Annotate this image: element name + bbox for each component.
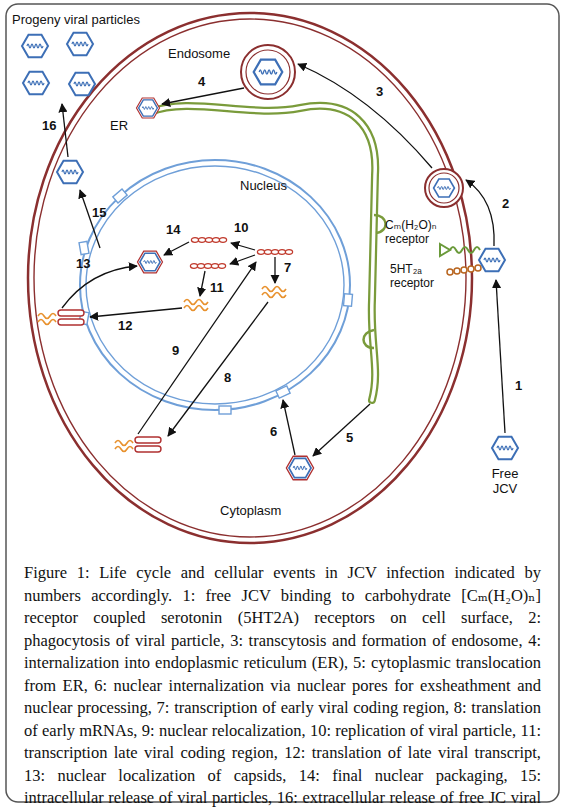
nuclear-envelope-inner <box>86 166 344 404</box>
viral-dna <box>191 238 227 243</box>
callout-number: 12 <box>118 318 132 333</box>
nuclear-pore <box>219 406 231 414</box>
callout-number: 10 <box>234 220 248 235</box>
figure-caption: Figure 1: Life cycle and cellular events… <box>24 562 541 807</box>
membrane-pit-inner <box>429 173 459 203</box>
virus-particle <box>138 251 163 273</box>
part-label: 5HT₂ₐ receptor <box>390 262 446 290</box>
callout-number: 13 <box>76 256 90 271</box>
cell-membrane-inner <box>34 19 466 537</box>
step-arrow <box>313 404 370 456</box>
part-label: Nucleus <box>240 178 287 193</box>
callout-number: 2 <box>502 196 509 211</box>
callout-number: 15 <box>92 205 106 220</box>
part-label: Free JCV <box>485 466 525 496</box>
virus-particle <box>434 179 455 197</box>
part-label: ER <box>110 118 128 133</box>
step-arrow <box>200 271 205 296</box>
step-arrow <box>298 64 432 168</box>
virus-particle <box>254 60 283 85</box>
callout-number: 3 <box>376 84 383 99</box>
callout-number: 8 <box>224 370 231 385</box>
callout-number: 5 <box>346 430 353 445</box>
er-lumen <box>150 106 375 400</box>
cell-membrane <box>28 13 472 543</box>
endosome-inner <box>246 50 290 94</box>
callout-number: 11 <box>210 280 224 295</box>
serotonin-receptor <box>461 267 467 273</box>
step-arrow <box>496 280 505 433</box>
step-arrow <box>62 104 68 157</box>
serotonin-receptor <box>475 265 481 271</box>
callout-number: 7 <box>284 260 291 275</box>
virus-particle <box>69 73 95 96</box>
virus-particle <box>22 35 48 58</box>
nuclear-pore <box>113 189 127 203</box>
step-arrow <box>283 400 295 455</box>
viral-dna <box>190 264 226 269</box>
nuclear-pore <box>79 241 89 254</box>
part-label: Cytoplasm <box>220 503 281 518</box>
er-cisterna <box>364 215 386 348</box>
part-label: Progeny viral particles <box>12 12 140 27</box>
nuclear-pore <box>343 294 352 307</box>
membrane-pit <box>425 169 463 207</box>
virus-particle <box>67 33 93 56</box>
callout-number: 16 <box>42 118 56 133</box>
step-arrow <box>90 308 182 317</box>
carbohydrate-receptor <box>450 247 480 253</box>
translation-product <box>115 437 161 452</box>
serotonin-receptor <box>468 266 474 272</box>
step-arrow <box>231 243 255 250</box>
nuclear-pore <box>276 386 290 398</box>
mrna <box>184 300 208 311</box>
callout-number: 1 <box>515 378 522 393</box>
translation-product <box>38 310 84 325</box>
virus-particle <box>136 98 159 118</box>
virus-particle <box>286 456 313 480</box>
part-label: Endosome <box>168 46 230 61</box>
part-label: Cₘ(H₂O)ₙ receptor <box>385 218 447 246</box>
serotonin-receptor <box>447 269 453 275</box>
virus-particle <box>492 437 518 460</box>
viral-dna <box>257 250 293 255</box>
step-arrow <box>164 242 189 255</box>
virus-particle <box>57 161 83 184</box>
callout-number: 6 <box>270 424 277 439</box>
carbohydrate-receptor-head <box>440 244 450 256</box>
callout-number: 14 <box>166 222 180 237</box>
step-arrow <box>162 88 244 104</box>
callout-number: 4 <box>198 74 205 89</box>
virus-particle <box>479 249 505 272</box>
mrna <box>262 287 286 298</box>
step-arrow <box>230 255 255 264</box>
callout-number: 9 <box>172 343 179 358</box>
er-tube <box>150 106 375 400</box>
serotonin-receptor <box>454 268 460 274</box>
virus-particle <box>23 72 49 95</box>
step-arrow <box>138 262 256 434</box>
endosome <box>241 45 295 99</box>
step-arrow <box>62 266 137 308</box>
step-arrow <box>466 180 494 246</box>
step-arrow <box>274 257 275 283</box>
